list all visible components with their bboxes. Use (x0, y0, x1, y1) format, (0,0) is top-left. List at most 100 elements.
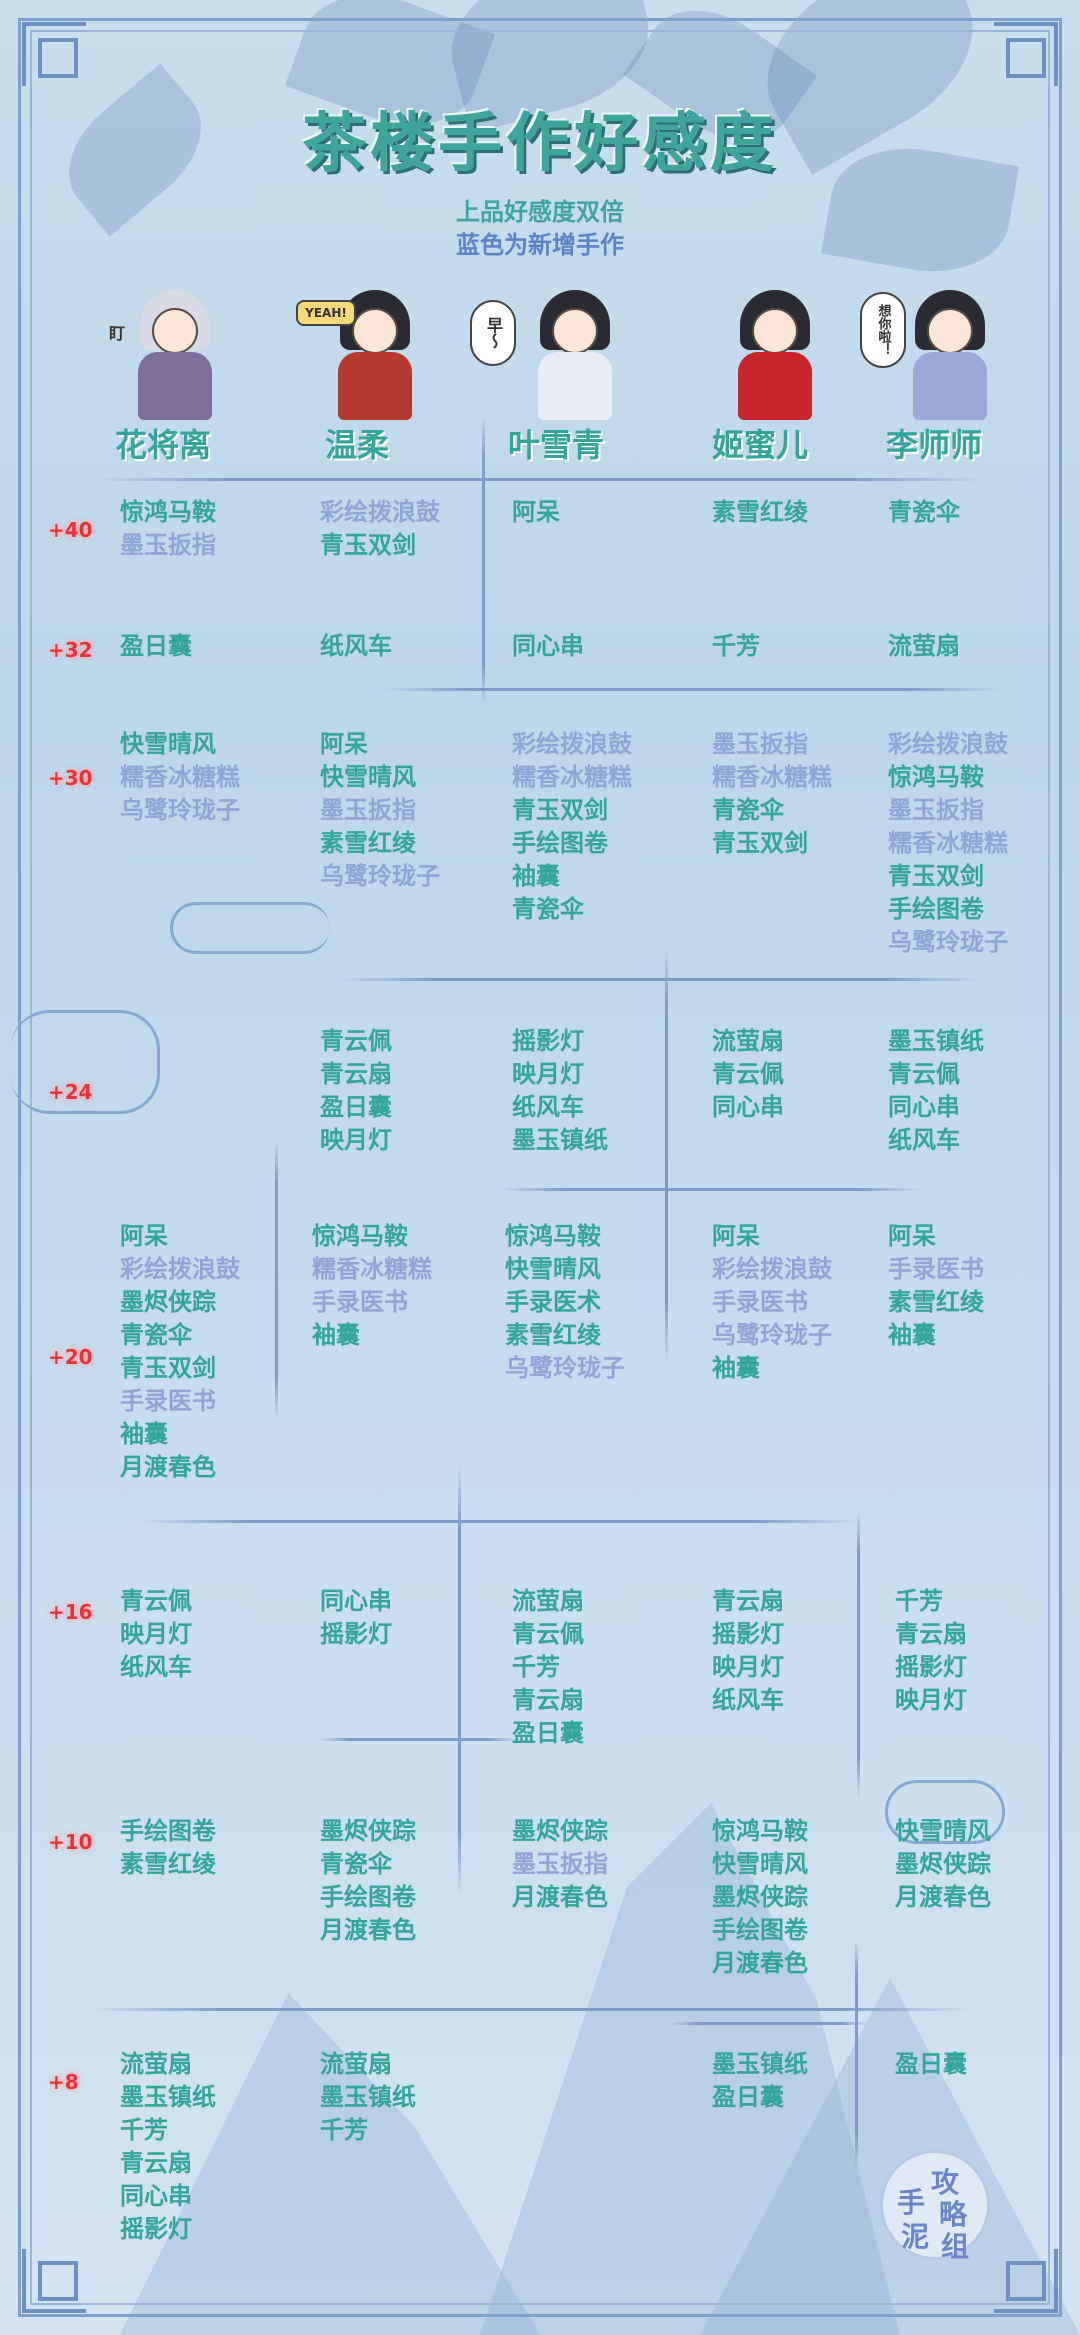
gift-item: 青云扇 (512, 1686, 584, 1714)
gift-item: 墨烬侠踪 (712, 1883, 808, 1911)
gift-item: 青瓷伞 (120, 1321, 192, 1349)
speech-bubble: 早～ (470, 300, 516, 366)
gift-item: 青云佩 (888, 1060, 960, 1088)
gift-item: 青云佩 (120, 1587, 192, 1615)
gift-cell: 盈日囊 (895, 2048, 967, 2081)
affinity-value-label: +8 (48, 2070, 79, 2094)
divider (500, 1188, 920, 1191)
cloud-decoration (170, 902, 330, 954)
divider (855, 1940, 858, 2170)
divider (670, 2022, 870, 2025)
gift-item: 阿呆 (888, 1222, 936, 1250)
gift-cell: 惊鸿马鞍快雪晴风墨烬侠踪手绘图卷月渡春色 (712, 1815, 808, 1980)
character-name: 李师师 (886, 426, 983, 464)
gift-item: 青瓷伞 (888, 498, 960, 526)
gift-item: 手录医书 (312, 1288, 408, 1316)
gift-item: 流萤扇 (712, 1027, 784, 1055)
gift-item: 手绘图卷 (120, 1817, 216, 1845)
gift-item: 千芳 (120, 2116, 168, 2144)
gift-item: 乌鹭玲珑子 (888, 928, 1008, 956)
gift-cell: 青瓷伞 (888, 496, 960, 529)
corner-ornament (22, 2249, 86, 2313)
corner-ornament (22, 22, 86, 86)
gift-item: 月渡春色 (712, 1949, 808, 1977)
gift-item: 彩绘拨浪鼓 (888, 730, 1008, 758)
gift-cell: 同心串摇影灯 (320, 1585, 392, 1651)
character-name: 温柔 (325, 426, 390, 464)
gift-cell: 千芳 (712, 630, 760, 663)
gift-cell: 流萤扇青云佩千芳青云扇盈日囊 (512, 1585, 584, 1750)
divider (318, 1738, 518, 1741)
divider (140, 1520, 860, 1523)
gift-item: 青云扇 (320, 1060, 392, 1088)
gift-item: 彩绘拨浪鼓 (512, 730, 632, 758)
gift-item: 阿呆 (320, 730, 368, 758)
gift-item: 袖囊 (312, 1321, 360, 1349)
gift-item: 摇影灯 (895, 1653, 967, 1681)
gift-item: 快雪晴风 (120, 730, 216, 758)
gift-item: 乌鹭玲珑子 (505, 1354, 625, 1382)
gift-item: 墨玉扳指 (320, 796, 416, 824)
gift-item: 袖囊 (512, 862, 560, 890)
gift-item: 月渡春色 (895, 1883, 991, 1911)
gift-item: 乌鹭玲珑子 (320, 862, 440, 890)
gift-item: 墨烬侠踪 (320, 1817, 416, 1845)
gift-item: 惊鸿马鞍 (505, 1222, 601, 1250)
gift-item: 墨玉镇纸 (512, 1126, 608, 1154)
gift-item: 青玉双剑 (320, 531, 416, 559)
gift-item: 千芳 (712, 632, 760, 660)
gift-cell: 墨烬侠踪青瓷伞手绘图卷月渡春色 (320, 1815, 416, 1947)
gift-item: 糯香冰糖糕 (888, 829, 1008, 857)
gift-item: 墨玉镇纸 (320, 2083, 416, 2111)
gift-item: 纸风车 (320, 632, 392, 660)
gift-cell: 阿呆彩绘拨浪鼓墨烬侠踪青瓷伞青玉双剑手录医书袖囊月渡春色 (120, 1220, 240, 1484)
gift-item: 千芳 (512, 1653, 560, 1681)
gift-item: 纸风车 (512, 1093, 584, 1121)
gift-item: 惊鸿马鞍 (312, 1222, 408, 1250)
divider (482, 415, 485, 705)
gift-item: 月渡春色 (512, 1883, 608, 1911)
gift-item: 青云佩 (512, 1620, 584, 1648)
divider (275, 1140, 278, 1420)
gift-item: 手绘图卷 (712, 1916, 808, 1944)
divider (857, 1510, 860, 1800)
seal-char: 组 (941, 2230, 970, 2263)
inner-frame (30, 30, 1050, 2305)
gift-item: 糯香冰糖糕 (312, 1255, 432, 1283)
gift-item: 青云扇 (895, 1620, 967, 1648)
gift-item: 纸风车 (120, 1653, 192, 1681)
seal-char: 泥 (901, 2220, 930, 2253)
gift-item: 墨玉镇纸 (120, 2083, 216, 2111)
gift-item: 纸风车 (712, 1686, 784, 1714)
gift-item: 同心串 (712, 1093, 784, 1121)
gift-item: 墨玉扳指 (712, 730, 808, 758)
gift-item: 盈日囊 (320, 1093, 392, 1121)
gift-cell: 流萤扇墨玉镇纸千芳 (320, 2048, 416, 2147)
avatar-li (895, 290, 1005, 420)
character-name: 花将离 (115, 426, 212, 464)
subtitle-new-items: 蓝色为新增手作 (456, 231, 624, 259)
divider (458, 1465, 461, 1895)
avatar-hua (120, 290, 230, 420)
gift-cell: 墨玉镇纸青云佩同心串纸风车 (888, 1025, 984, 1157)
gift-item: 素雪红绫 (505, 1321, 601, 1349)
divider (95, 478, 985, 481)
gift-item: 手绘图卷 (888, 895, 984, 923)
gift-item: 青瓷伞 (512, 895, 584, 923)
page-title: 茶楼手作好感度 (302, 107, 778, 181)
gift-item: 摇影灯 (712, 1620, 784, 1648)
gift-item: 素雪红绫 (120, 1850, 216, 1878)
affinity-value-label: +24 (48, 1080, 93, 1104)
gift-cell: 惊鸿马鞍快雪晴风手录医术素雪红绫乌鹭玲珑子 (505, 1220, 625, 1385)
gift-item: 墨玉扳指 (512, 1850, 608, 1878)
avatar-ye (520, 290, 630, 420)
gift-item: 映月灯 (512, 1060, 584, 1088)
gift-item: 摇影灯 (320, 1620, 392, 1648)
gift-item: 墨玉扳指 (120, 531, 216, 559)
gift-cell: 手绘图卷素雪红绫 (120, 1815, 216, 1881)
gift-item: 阿呆 (120, 1222, 168, 1250)
gift-item: 千芳 (895, 1587, 943, 1615)
affinity-value-label: +16 (48, 1600, 93, 1624)
affinity-value-label: +32 (48, 638, 93, 662)
gift-item: 青玉双剑 (888, 862, 984, 890)
